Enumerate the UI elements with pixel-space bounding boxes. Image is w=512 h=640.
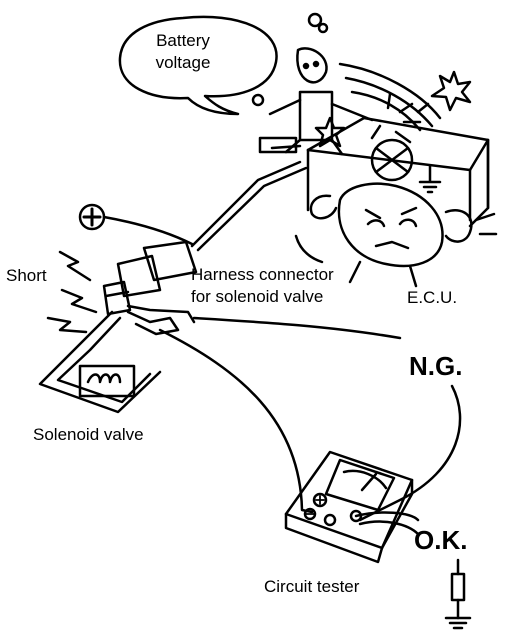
smoke-puff bbox=[251, 93, 265, 107]
harness-label-line-2: for solenoid valve bbox=[191, 287, 324, 306]
tester-probe bbox=[126, 310, 180, 336]
tester-lead bbox=[158, 328, 314, 514]
tester-lead bbox=[192, 316, 402, 340]
battery-character bbox=[258, 47, 374, 156]
ok-lead bbox=[354, 511, 420, 522]
star-icon bbox=[430, 70, 472, 112]
bubble-line-2: voltage bbox=[155, 53, 211, 72]
harness-wire bbox=[190, 160, 302, 248]
battery-lead-wire bbox=[102, 215, 194, 246]
speech-bubble bbox=[118, 15, 278, 116]
harness-connector bbox=[102, 240, 198, 316]
lightning-bolt-icon bbox=[60, 288, 98, 314]
ecu-character bbox=[294, 182, 498, 288]
lightning-bolt-icon bbox=[46, 316, 88, 334]
ecu-label: E.C.U. bbox=[407, 288, 458, 307]
ok-lead bbox=[358, 520, 420, 536]
ecu-box bbox=[270, 116, 490, 228]
lightning-bolt-icon bbox=[58, 250, 92, 282]
solenoid-valve bbox=[38, 310, 162, 414]
bubble-line-1: Battery bbox=[156, 31, 210, 50]
short-label: Short bbox=[6, 266, 47, 285]
plus-sign bbox=[82, 207, 102, 227]
smoke-puff bbox=[307, 12, 323, 28]
harness-connector-label: Harness connector for solenoid valve bbox=[191, 264, 334, 308]
tester-probe bbox=[126, 304, 196, 324]
harness-wire bbox=[196, 166, 308, 252]
smoke-puff bbox=[317, 22, 329, 34]
speed-lines bbox=[338, 62, 442, 132]
battery-voltage-bubble-text: Battery voltage bbox=[130, 30, 236, 74]
star-icon bbox=[314, 116, 346, 148]
ground-probe bbox=[444, 558, 472, 630]
ok-label: O.K. bbox=[414, 525, 468, 555]
harness-label-line-1: Harness connector bbox=[191, 265, 334, 284]
circuit-tester bbox=[284, 450, 414, 564]
ng-label: N.G. bbox=[409, 351, 463, 381]
solenoid-valve-label: Solenoid valve bbox=[33, 425, 144, 444]
circuit-tester-label: Circuit tester bbox=[264, 577, 360, 596]
